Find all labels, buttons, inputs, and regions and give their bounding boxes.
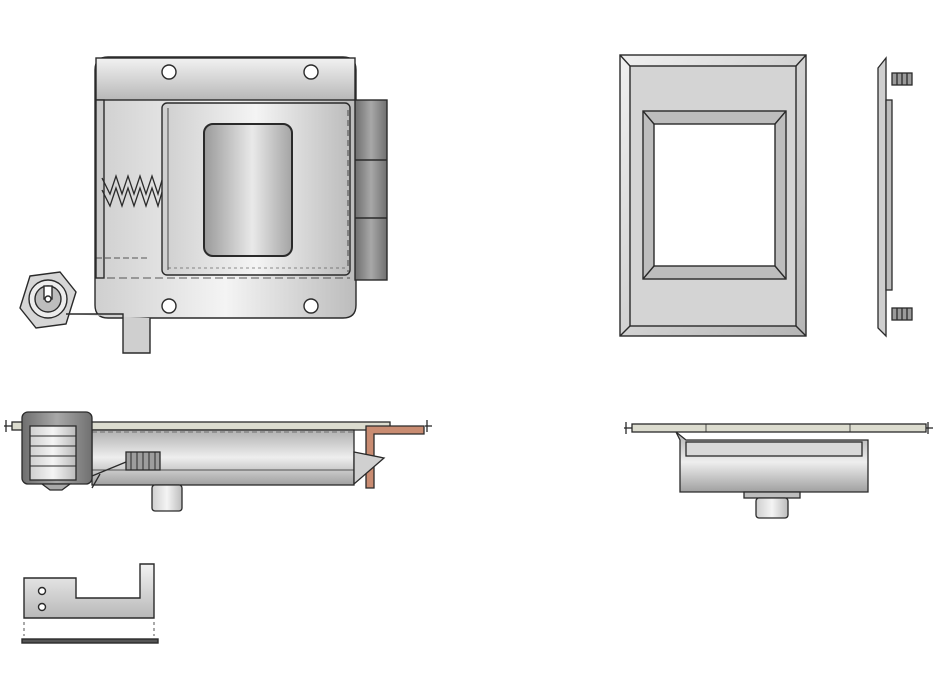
key-cylinder-icon [28,279,68,319]
latch-slide-window [203,123,293,257]
escutcheon-frame-front-view [619,54,807,337]
mounting-hole-icon [161,64,177,80]
screw-icon [891,72,913,86]
spring-icon [130,452,156,470]
escutcheon-side-section [624,422,933,519]
latch-pin [151,484,183,512]
keeper-bracket-view [21,563,159,644]
escutcheon-pin [755,497,789,519]
copper-keeper [365,425,425,489]
latch-bolt [354,99,388,281]
mounting-hole-icon [303,298,319,314]
mounting-hole-icon [161,298,177,314]
mounting-hole-icon [37,602,47,612]
mounting-hole-icon [303,64,319,80]
latch-top-band [95,57,356,101]
latch-front-view [19,56,388,354]
escutcheon-side-profile [877,56,887,338]
escutcheon-stem [743,491,801,499]
latch-left-rail [95,99,105,279]
spring-icon [101,173,163,209]
latch-side-section [4,411,432,512]
mounting-hole-icon [37,586,47,596]
screw-icon [891,307,913,321]
escutcheon-tray [675,431,869,493]
latch-tail-tab [66,313,151,354]
door-panel [631,423,927,433]
keeper-bracket [23,563,155,619]
escutcheon-side-view [877,56,913,338]
escutcheon-opening [653,123,776,267]
keeper-base-line [21,638,159,644]
